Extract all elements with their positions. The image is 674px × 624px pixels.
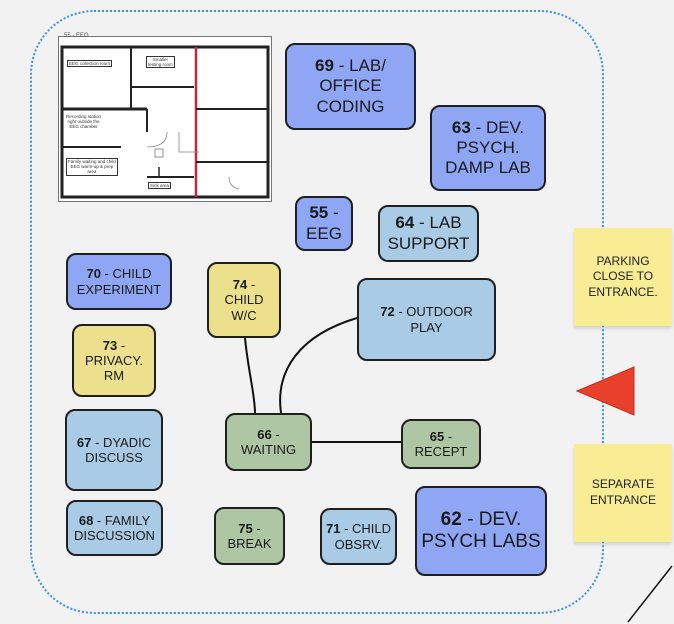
room-number: 75 — [238, 520, 253, 536]
floorplan-label-sink: Sink area — [148, 182, 172, 190]
red-triangle-arrow-icon — [575, 366, 635, 416]
sticky-note-parking[interactable]: PARKING CLOSE TO ENTRANCE. — [574, 228, 672, 326]
room-label: DEV. — [485, 117, 525, 137]
room-75-break[interactable]: 75 - BREAK — [214, 507, 285, 565]
room-number: 68 — [78, 512, 94, 528]
room-label: BREAK — [227, 536, 272, 551]
room-label: WAITING — [240, 442, 297, 457]
floorplan-label-recording-station: Recording station right outside the EEG … — [66, 114, 102, 130]
room-label: LAB/ — [349, 56, 386, 76]
room-number: 63 — [451, 117, 471, 137]
room-number: 67 — [76, 434, 92, 450]
room-number: 72 — [380, 304, 395, 320]
room-63-dev-psych-damp-lab[interactable]: 63 - DEV. PSYCH. DAMP LAB — [430, 105, 546, 191]
room-number: 62 — [440, 508, 462, 530]
room-71-child-obsrv[interactable]: 71 - CHILD OBSRV. — [320, 508, 397, 565]
room-number: 66 — [257, 426, 272, 442]
room-label: LAB — [429, 213, 462, 233]
room-label: DISCUSS — [85, 450, 143, 465]
room-74-child-wc[interactable]: 74 - CHILD W/C — [207, 262, 281, 338]
room-label: CHILD — [224, 292, 264, 308]
room-number: 74 — [232, 277, 248, 292]
room-label: - — [256, 520, 261, 536]
sticky-note-text: SEPARATE ENTRANCE — [589, 477, 656, 507]
connector-74-66 — [244, 337, 256, 414]
room-number: 70 — [86, 266, 101, 282]
room-label: DAMP LAB — [445, 158, 531, 178]
room-label: EXPERIMENT — [76, 281, 162, 297]
room-number: 73 — [102, 337, 118, 353]
room-label: CHILD — [352, 521, 392, 537]
room-68-family-discussion[interactable]: 68 - FAMILY DISCUSSION — [66, 500, 163, 556]
room-label: - — [250, 277, 256, 292]
room-label: CHILD — [112, 266, 152, 282]
room-label: OBSRV. — [334, 536, 383, 552]
room-69-lab-office-coding[interactable]: 69 - LAB/ OFFICE CODING — [285, 43, 416, 130]
room-55-eeg[interactable]: 55 - EEG — [295, 196, 353, 251]
room-66-waiting[interactable]: 66 - WAITING — [225, 413, 312, 471]
room-label: EEG — [306, 223, 342, 243]
sticky-note-separate-entrance[interactable]: SEPARATE ENTRANCE — [574, 444, 672, 542]
room-62-dev-psych-labs[interactable]: 62 - DEV. PSYCH LABS — [415, 486, 547, 576]
room-number: 65 — [429, 428, 445, 444]
room-72-outdoor-play[interactable]: 72 - OUTDOOR PLAY — [357, 278, 496, 361]
room-label: OFFICE — [319, 76, 382, 96]
room-label: OUTDOOR — [406, 304, 473, 320]
room-label: PSYCH. — [456, 137, 520, 157]
room-label: - — [332, 203, 339, 223]
room-label: PSYCH LABS — [421, 531, 541, 552]
room-label: PRIVACY. — [84, 352, 144, 368]
room-73-privacy-rm[interactable]: 73 - PRIVACY. RM — [72, 324, 156, 397]
room-label: W/C — [231, 307, 257, 323]
room-70-child-experiment[interactable]: 70 - CHILD EXPERIMENT — [66, 253, 172, 310]
room-label: - — [447, 428, 453, 444]
room-label: DISCUSSION — [74, 528, 155, 543]
room-label: PLAY — [410, 319, 443, 335]
floorplan-label-family-waiting: Family waiting and child EEG warm-up & p… — [66, 158, 118, 176]
room-number: 69 — [315, 56, 334, 76]
sticky-note-text: PARKING CLOSE TO ENTRANCE. — [588, 253, 658, 299]
room-label: RECEPT — [414, 444, 468, 459]
floorplan-label-smaller-room: Smaller testing room — [146, 56, 175, 69]
room-label: DEV. — [478, 508, 522, 530]
connector-72-66 — [279, 317, 358, 414]
room-number: 71 — [325, 521, 341, 537]
floorplan-title: 55 - EEG — [64, 33, 89, 39]
floorplan-label-eeg-room: EEG collection room — [67, 60, 113, 68]
connector-edge — [627, 565, 673, 623]
room-label: - — [120, 337, 126, 353]
room-number: 55 — [309, 203, 329, 223]
room-number: 64 — [395, 213, 415, 233]
room-label: FAMILY — [104, 512, 151, 528]
room-label: - — [275, 426, 280, 442]
room-label: RM — [103, 368, 125, 384]
room-label: CODING — [316, 96, 385, 116]
room-64-lab-support[interactable]: 64 - LAB SUPPORT — [378, 205, 479, 262]
room-65-recept[interactable]: 65 - RECEPT — [401, 419, 481, 469]
room-label: DYADIC — [102, 434, 152, 450]
room-label: SUPPORT — [387, 233, 470, 253]
room-67-dyadic-discuss[interactable]: 67 - DYADIC DISCUSS — [65, 409, 163, 491]
